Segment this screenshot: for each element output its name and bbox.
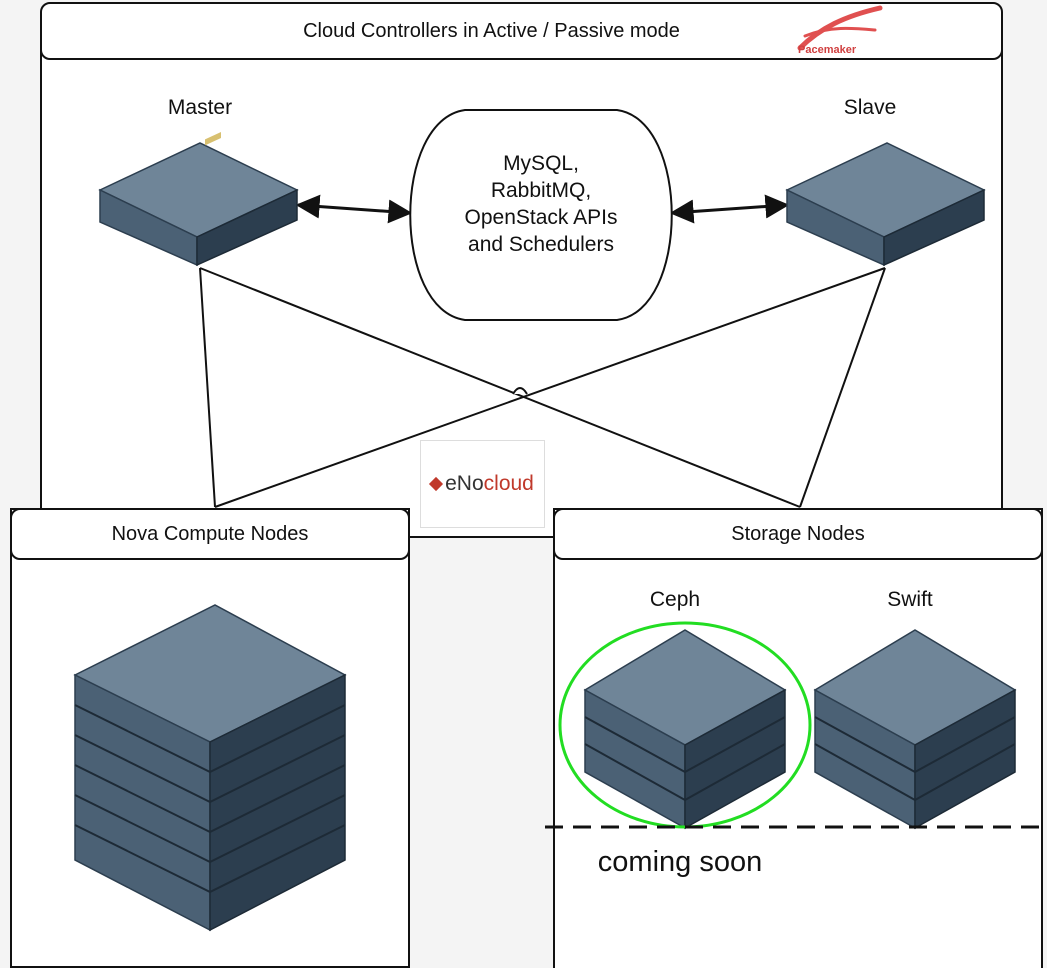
- compute-panel: [10, 508, 410, 968]
- service-line: OpenStack APIs: [464, 206, 618, 229]
- ceph-label: Ceph: [649, 588, 701, 611]
- storage-panel: [553, 508, 1043, 968]
- compute-panel-title: Nova Compute Nodes: [111, 522, 309, 545]
- enocloud-diamond-icon: [429, 476, 444, 492]
- coming-soon-label: coming soon: [597, 846, 763, 878]
- compute-panel-header: Nova Compute Nodes: [10, 508, 410, 560]
- service-line: MySQL,: [503, 152, 579, 175]
- service-line: and Schedulers: [468, 233, 614, 256]
- storage-panel-title: Storage Nodes: [731, 522, 865, 545]
- master-label: Master: [167, 96, 233, 119]
- controllers-panel-title: Cloud Controllers in Active / Passive mo…: [303, 19, 680, 42]
- slave-label: Slave: [843, 96, 897, 119]
- enocloud-logo-suffix: cloud: [483, 472, 534, 495]
- storage-panel-header: Storage Nodes: [553, 508, 1043, 560]
- controllers-panel-header: Cloud Controllers in Active / Passive mo…: [40, 2, 1003, 60]
- pacemaker-logo-text: Pacemaker: [798, 44, 857, 56]
- enocloud-logo-prefix: eNo: [445, 472, 484, 495]
- swift-label: Swift: [887, 588, 933, 611]
- shared-services-text: MySQL, RabbitMQ, OpenStack APIs and Sche…: [412, 150, 670, 258]
- service-line: RabbitMQ,: [490, 179, 592, 202]
